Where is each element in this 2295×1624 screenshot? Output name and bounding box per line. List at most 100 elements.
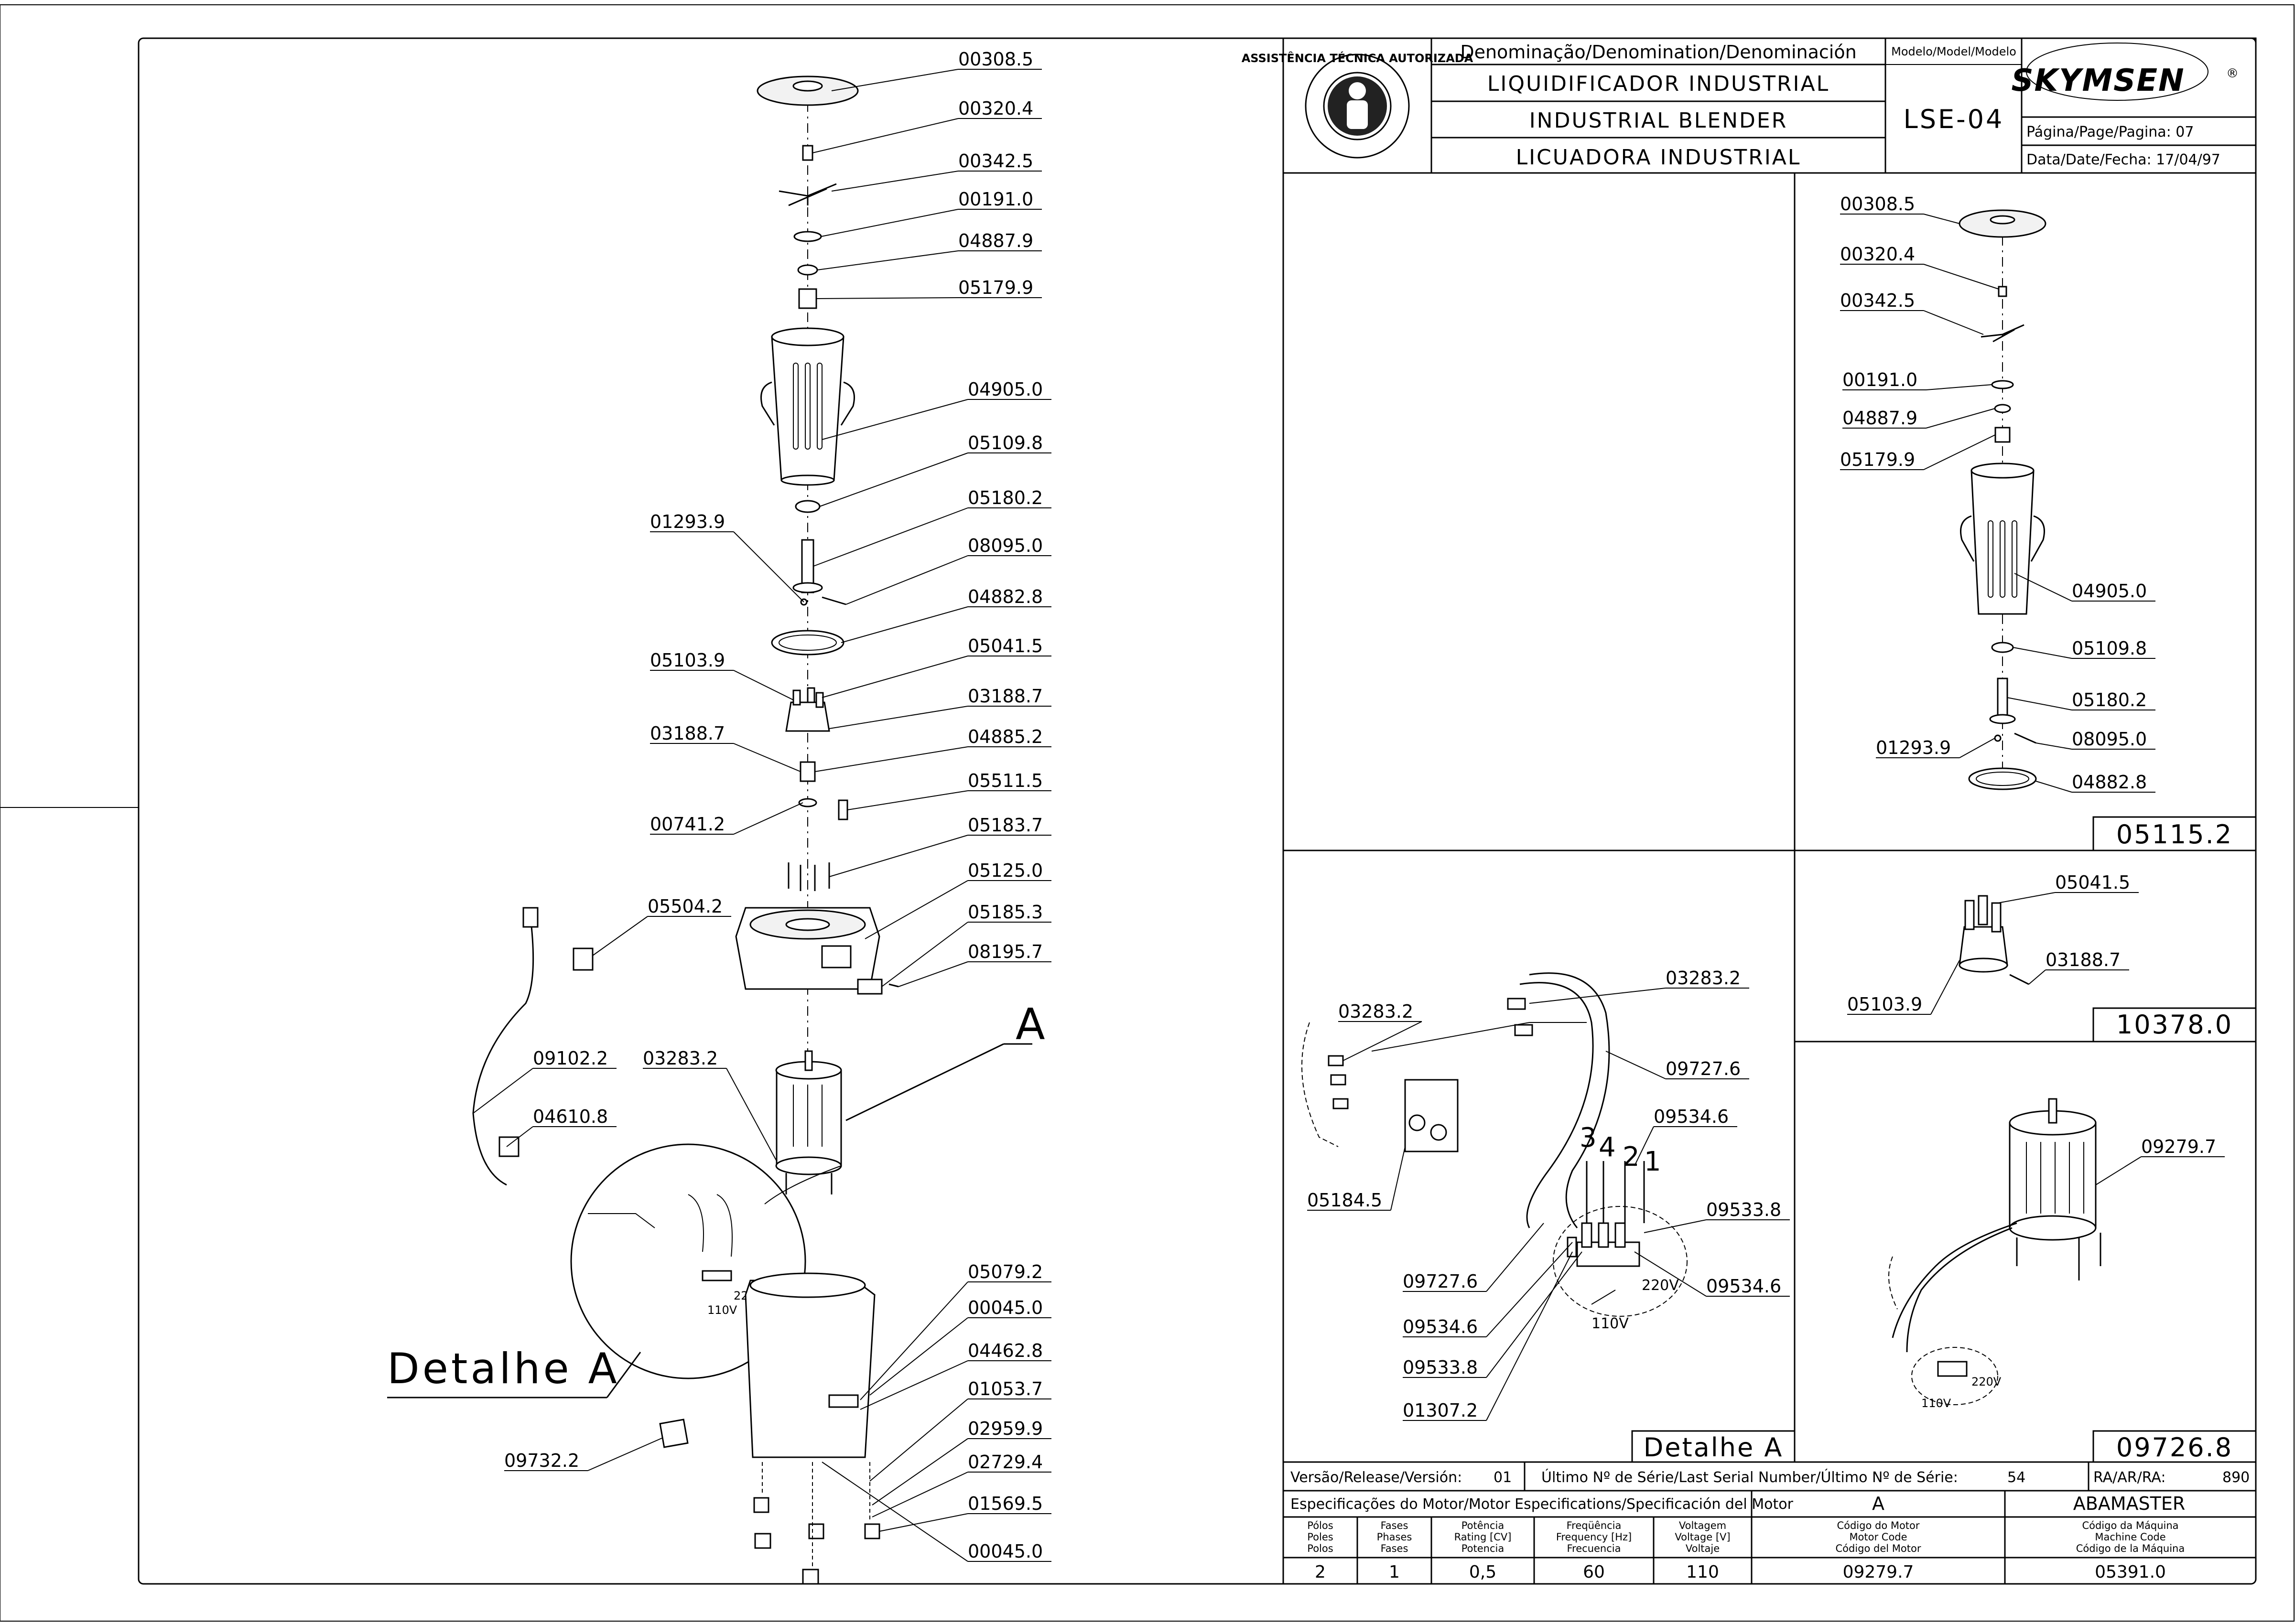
spec-header: Voltage [V] [1675,1531,1730,1543]
part-label: 03283.2 [1338,1001,1413,1022]
part-label: 05103.9 [1847,994,1922,1015]
outer-frame [0,4,2295,1622]
base-part [745,1272,876,1458]
part-label: 00741.2 [650,814,725,835]
spec-header: Pólos [1307,1520,1333,1531]
part-label: 04887.9 [1842,408,1917,429]
leader-line [1529,988,1666,1004]
spec-table: Versão/Release/Versión: 01 Último Nº de … [1283,1461,2256,1584]
part-label: 05183.7 [968,815,1043,836]
name-es: LICUADORA INDUSTRIAL [1516,145,1801,170]
spec-header: Voltagem [1679,1520,1726,1531]
spec-header: Motor Code [1849,1531,1907,1543]
leader-line [733,670,794,700]
page-label: Página/Page/Pagina: 07 [2026,124,2194,140]
part-label: 05184.5 [1307,1190,1382,1211]
leader-line [2007,697,2072,710]
part-label: 01307.2 [1403,1400,1478,1421]
part-label: 05125.0 [968,860,1043,881]
leader-line [869,1398,968,1482]
part-label: 09727.6 [1666,1058,1741,1079]
leader-line [1923,310,1984,335]
leader-line [847,790,968,810]
part-label: 05109.8 [968,432,1043,453]
spec-header: Fases [1381,1520,1408,1531]
motor-part [775,1050,842,1194]
assembly-10378-code: 10378.0 [2116,1010,2233,1040]
detail-a-title: Detalhe A [1644,1432,1784,1463]
spec-header: Frecuencia [1567,1543,1621,1554]
leader-line [829,835,968,877]
name-en: INDUSTRIAL BLENDER [1529,108,1788,133]
leader-line [1997,892,2056,903]
spec-value: 110 [1686,1562,1719,1582]
leader-line [822,656,968,698]
part-label: 05180.2 [2072,689,2147,710]
detail-a-labels: 03283.203283.209727.609534.609533.805184… [1307,968,1790,1421]
leader-line [817,250,959,270]
leader-line [1342,1021,1422,1061]
leader-line [2035,742,2072,750]
part-label: 05179.9 [1840,449,1915,470]
part-label: 04882.8 [968,586,1043,607]
motor-specs-header: Especificações do Motor/Motor Especifica… [1290,1496,1794,1513]
leader-line [726,1068,777,1162]
leader-line [816,297,959,299]
part-label: 05041.5 [968,635,1043,656]
part-label: 00191.0 [1842,369,1917,390]
detail-a-circle [570,1143,806,1379]
detail-terminal-2: 2 [1623,1141,1640,1172]
leader-line [1923,434,1996,470]
part-label: 01569.5 [968,1493,1043,1514]
part-label: 00308.5 [1840,194,1915,215]
leader-line [2014,573,2072,602]
spec-value: 05391.0 [2095,1562,2166,1582]
part-label: 05511.5 [968,770,1043,791]
detail-voltage-220: 220V [1642,1277,1679,1294]
leader-line [1486,1251,1582,1378]
leader-line [733,531,804,602]
callout-a: A [1016,1000,1045,1050]
part-label: 00191.0 [958,189,1033,210]
leader-line [1644,1219,1707,1233]
motor-assembly-labels: 09279.7 [2095,1136,2225,1185]
part-label: 03188.7 [2046,949,2121,970]
spec-header: Rating [CV] [1454,1531,1512,1543]
leader-line [860,1360,968,1410]
version-label: Versão/Release/Versión: [1290,1469,1462,1486]
part-label: 09534.6 [1403,1316,1478,1337]
spec-header: Voltaje [1686,1543,1720,1554]
spec-header: Potência [1461,1520,1504,1531]
leader-line [872,1472,968,1517]
leader-line [733,802,803,835]
right-panels [1282,172,2257,1584]
drawing-frame [138,37,2257,1585]
part-label: 09279.7 [2141,1136,2216,1157]
spec-header: Phases [1377,1531,1412,1543]
part-label: 04610.8 [533,1106,608,1127]
part-label: 00308.5 [958,49,1033,70]
brand-name: SKYMSEN [2011,63,2185,98]
authorized-service-badge: ASSISTÊNCIA TÉCNICA AUTORIZADA [1242,51,1473,159]
leader-line [841,606,968,643]
part-label: 04885.2 [968,726,1043,747]
badge-text: ASSISTÊNCIA TÉCNICA AUTORIZADA [1242,51,1473,65]
part-label: 01293.9 [1876,737,1951,758]
date-label: Data/Date/Fecha: 17/04/97 [2026,151,2220,168]
detail-terminal-1: 1 [1644,1146,1661,1177]
detail-terminal-3: 3 [1580,1122,1597,1153]
leader-line [506,1126,533,1147]
spec-header: Código do Motor [1837,1520,1919,1531]
part-label: 04882.8 [2072,772,2147,793]
leader-line [845,555,968,605]
spec-value: 0,5 [1469,1562,1496,1582]
part-label: 08195.7 [968,941,1043,962]
part-label: 09102.2 [533,1048,608,1069]
part-label: 00045.0 [968,1541,1043,1562]
part-label: 09533.8 [1706,1199,1781,1220]
spec-header: Fases [1381,1543,1408,1554]
part-label: 03188.7 [650,723,725,744]
jar-part [760,327,855,486]
assembly-05115-code: 05115.2 [2116,819,2233,850]
part-label: 05079.2 [968,1261,1043,1282]
